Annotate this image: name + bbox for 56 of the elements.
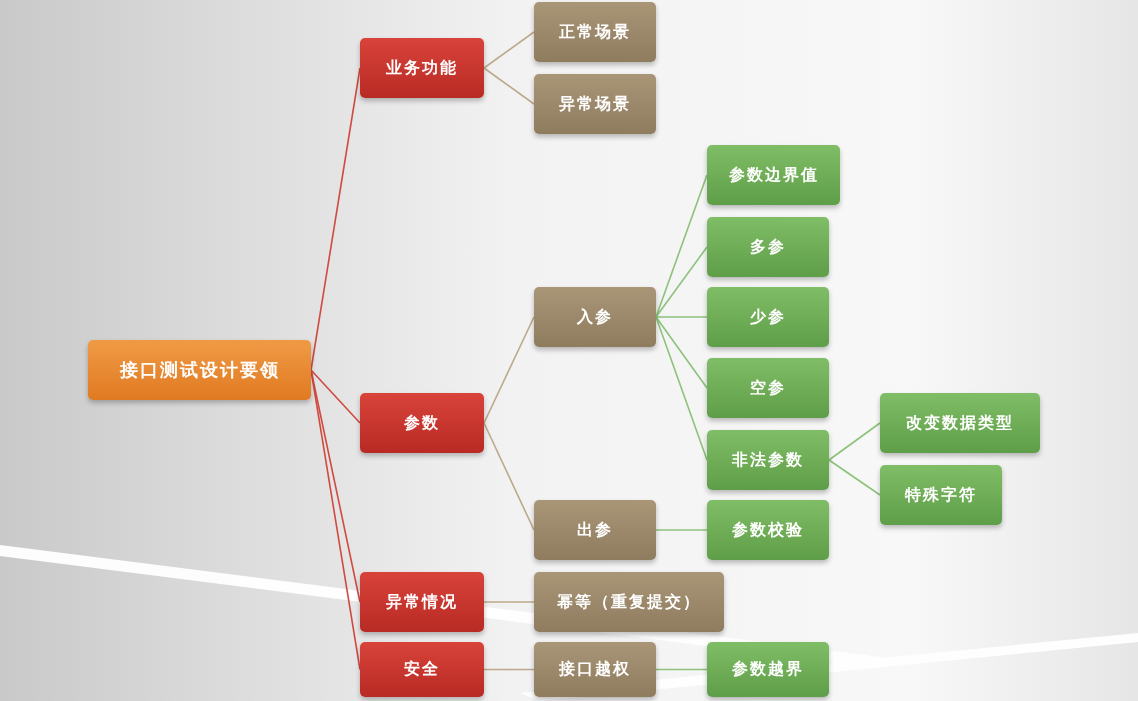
node-label: 改变数据类型: [906, 412, 1014, 434]
connector-line: [655, 316, 708, 389]
detail-box: [707, 430, 829, 490]
connector-line: [483, 316, 535, 424]
category-box: [360, 642, 484, 697]
connector-line: [655, 668, 708, 671]
detail-box: [707, 358, 829, 418]
detail-box: [880, 393, 1040, 453]
connector-line: [828, 459, 881, 496]
node-label: 少参: [750, 306, 786, 328]
connector-line: [310, 369, 361, 424]
node-label: 接口测试设计要领: [119, 358, 280, 382]
subtopic-box: [534, 2, 656, 62]
node-label: 异常场景: [559, 93, 631, 115]
node-label: 参数越界: [732, 659, 804, 680]
node-label: 业务功能: [386, 57, 458, 79]
node-label: 空参: [750, 377, 786, 399]
node-label: 多参: [750, 236, 786, 258]
connector-line: [310, 369, 361, 671]
category-box: [360, 572, 484, 632]
subtopic-box: [534, 287, 656, 347]
node-label: 入参: [577, 306, 613, 328]
node-label: 安全: [404, 659, 440, 680]
node-label: 参数边界值: [728, 164, 819, 186]
connector-line: [655, 316, 708, 318]
node-label: 异常情况: [386, 591, 458, 613]
connector-line: [655, 529, 708, 531]
subtopic-box: [534, 74, 656, 134]
detail-box: [707, 287, 829, 347]
node-label: 参数: [404, 412, 440, 434]
category-box: [360, 393, 484, 453]
node-label: 接口越权: [559, 659, 631, 680]
subtopic-box: [534, 642, 656, 697]
detail-box: [707, 642, 829, 697]
connector-line: [483, 31, 535, 69]
node-label: 参数校验: [732, 519, 804, 541]
detail-box: [707, 145, 840, 205]
connector-line: [483, 67, 535, 105]
subtopic-box: [534, 500, 656, 560]
category-box: [360, 38, 484, 98]
topic-box: [88, 340, 311, 400]
connector-line: [310, 67, 361, 371]
connector-line: [483, 668, 535, 671]
connector-line: [828, 422, 881, 461]
connector-line: [655, 246, 708, 318]
subtopic-box: [534, 572, 724, 632]
connector-line: [483, 422, 535, 531]
node-label: 非法参数: [732, 449, 804, 471]
detail-box: [707, 500, 829, 560]
node-label: 幂等（重复提交）: [557, 591, 701, 613]
node-label: 正常场景: [559, 21, 631, 43]
detail-box: [707, 217, 829, 277]
node-label: 出参: [577, 519, 613, 541]
connector-line: [483, 601, 535, 603]
node-label: 特殊字符: [905, 484, 977, 506]
detail-box: [880, 465, 1002, 525]
